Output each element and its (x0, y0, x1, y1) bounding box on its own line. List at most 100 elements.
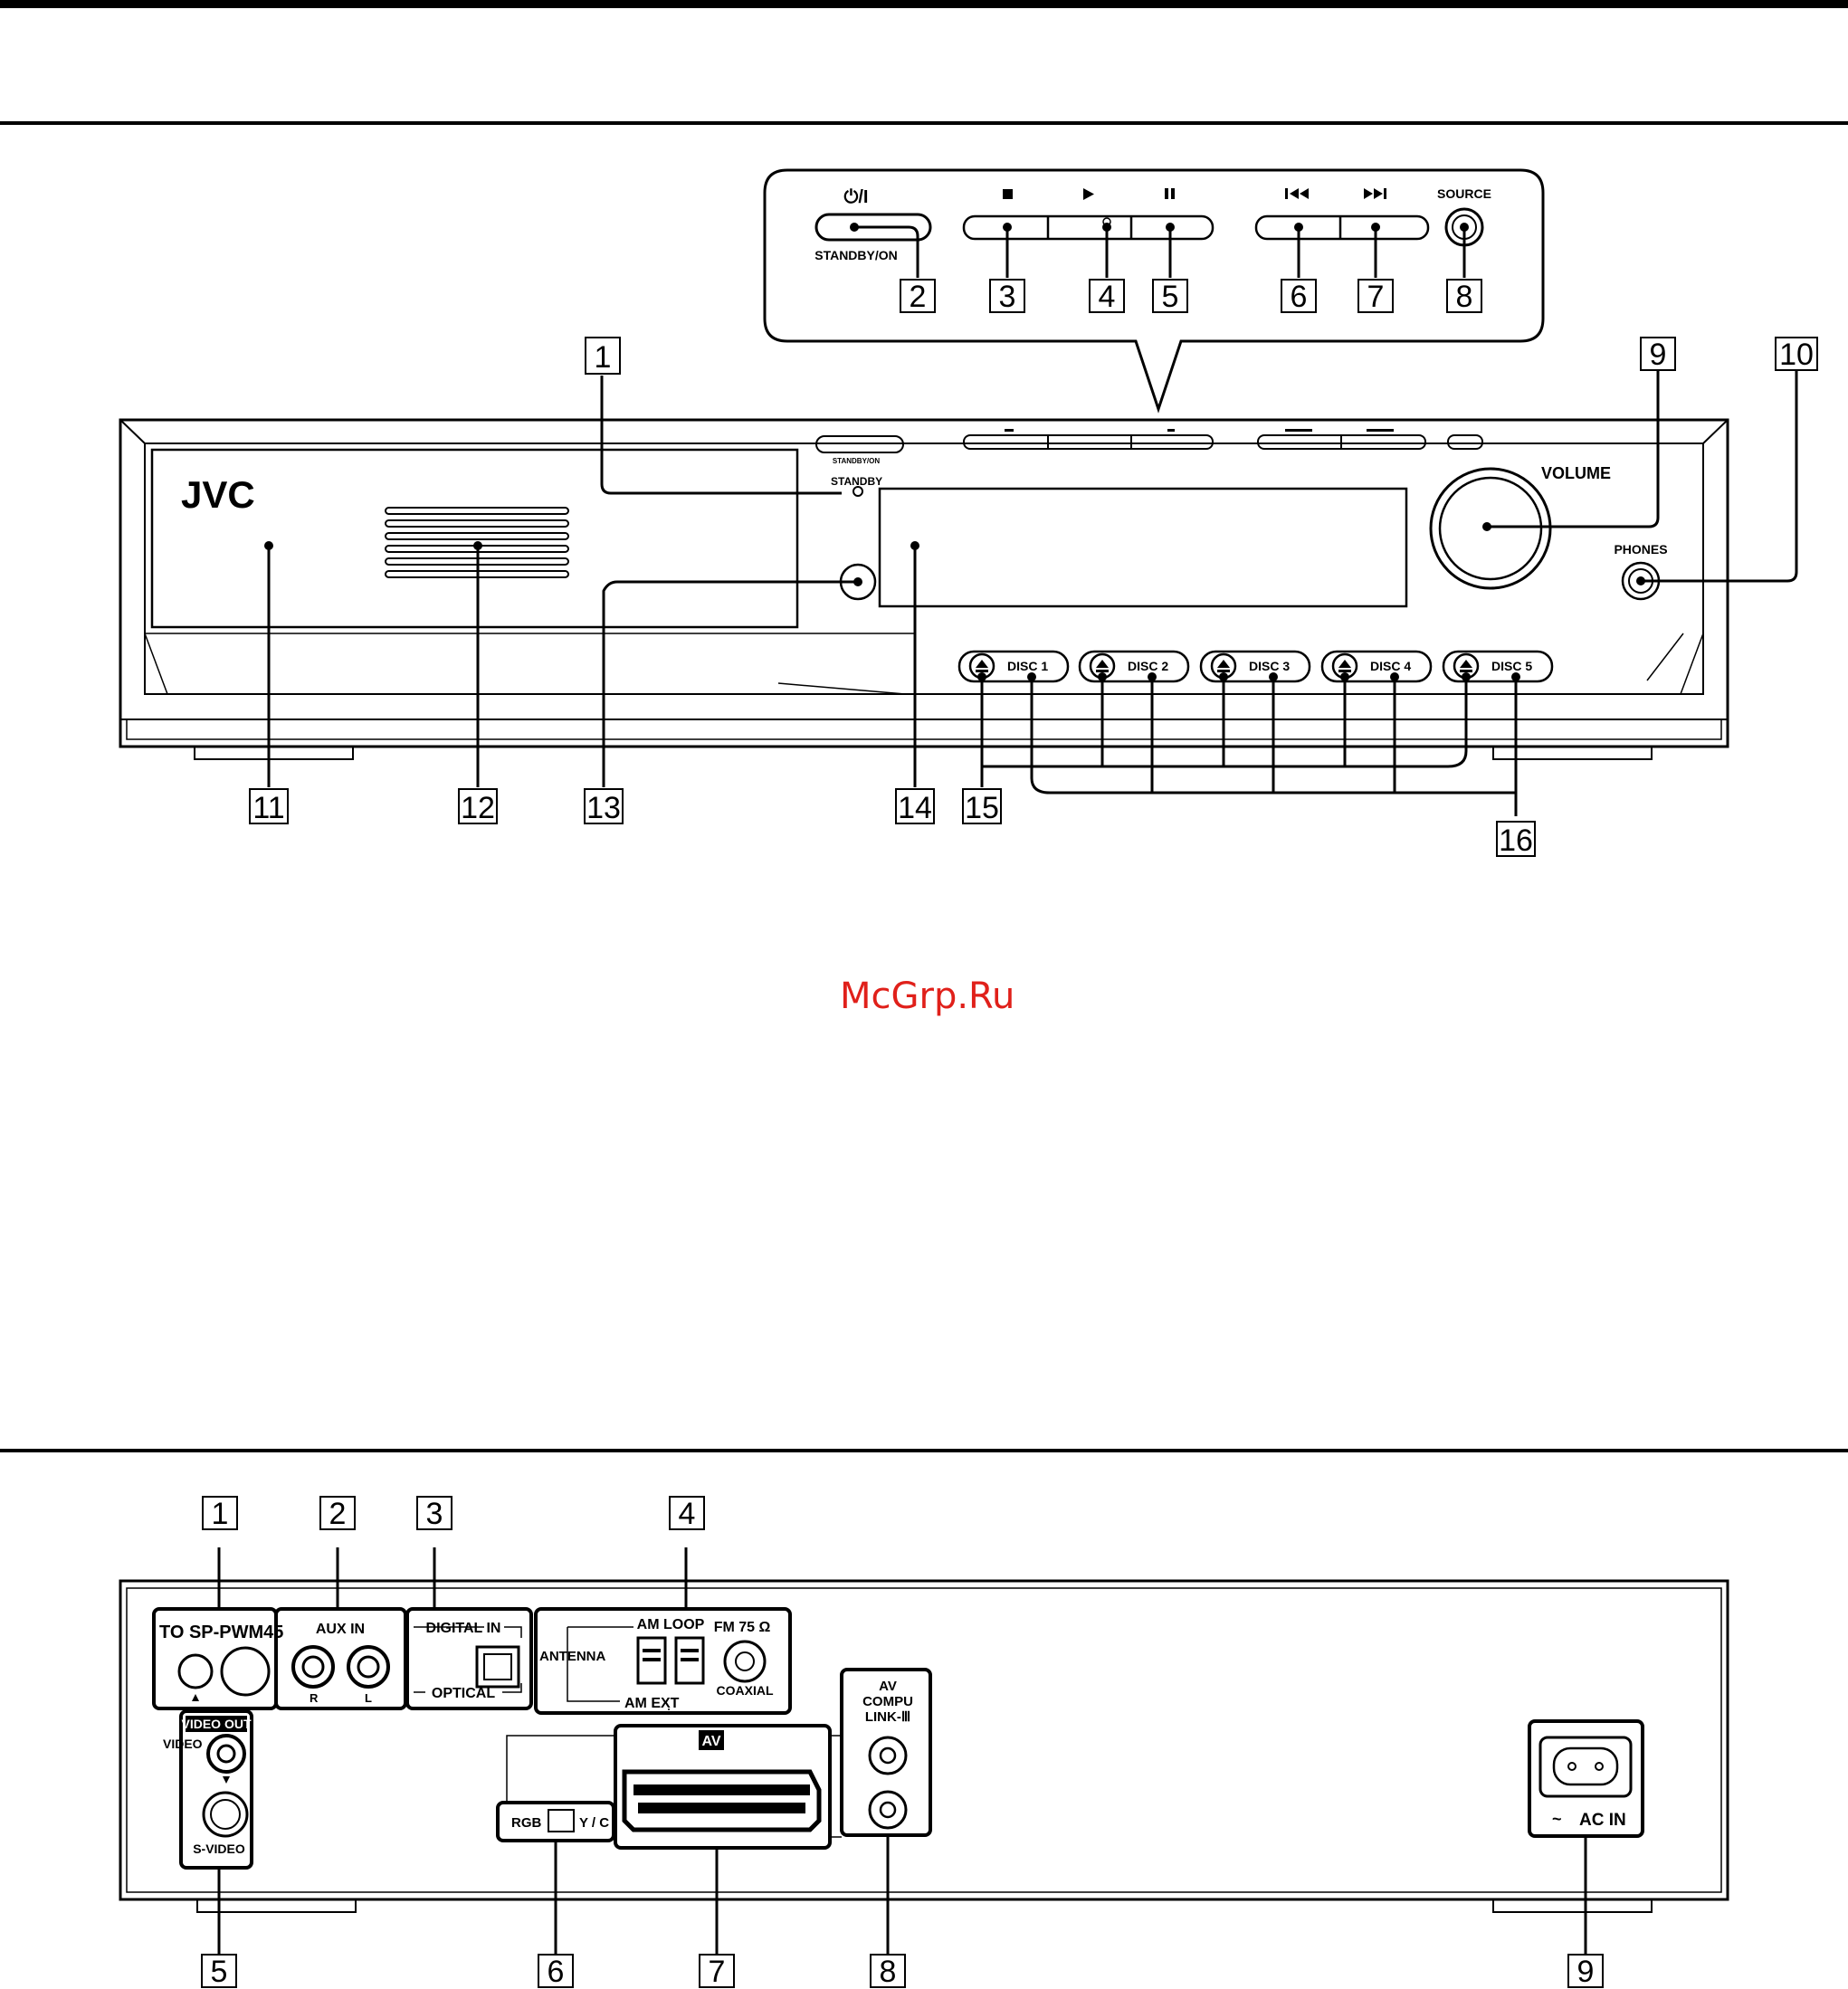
antenna-label: ANTENNA (539, 1649, 605, 1664)
video-out-label: VIDEO OUT (181, 1717, 251, 1731)
speaker-connector-small (177, 1653, 214, 1689)
callout-9: 9 (1650, 338, 1667, 372)
front-unit-body (119, 418, 1729, 748)
rear-foot-right (1492, 1899, 1653, 1913)
fm-coaxial-jack (723, 1640, 767, 1683)
phones-label: PHONES (1614, 542, 1667, 557)
stop-icon (1003, 189, 1013, 199)
callout-4: 4 (1099, 280, 1116, 314)
compu-link-jack-1 (868, 1736, 908, 1775)
rear-unit-body (119, 1579, 1729, 1901)
compu-link-box (840, 1668, 932, 1837)
foot-right (1492, 746, 1653, 760)
callout-12: 12 (461, 791, 495, 825)
callout-2: 2 (910, 280, 927, 314)
callout-5: 5 (1162, 280, 1179, 314)
video-out-box (179, 1709, 253, 1870)
standby-lamp (853, 486, 863, 497)
antenna-box (534, 1607, 792, 1715)
button-detail-balloon (763, 168, 1545, 414)
rear-callout-2: 2 (329, 1497, 347, 1531)
av-label: AV (701, 1734, 720, 1749)
s-video-label: S-VIDEO (193, 1841, 245, 1856)
foot-left (194, 746, 354, 760)
ac-in-label: AC IN (1579, 1811, 1626, 1830)
disc-tray-door (150, 448, 799, 629)
rear-callout-8: 8 (880, 1955, 897, 1989)
to-sp-label: TO SP-PWM45 (159, 1623, 283, 1642)
scart-pins-bottom (638, 1803, 805, 1813)
watermark: McGrp.Ru (840, 975, 1014, 1017)
callout-16: 16 (1499, 823, 1533, 858)
callout-11: 11 (252, 791, 284, 825)
skip-forward-icon (1364, 188, 1386, 199)
am-loop-terminal-2 (674, 1636, 705, 1685)
s-video-jack (202, 1791, 249, 1838)
skip-back-icon (1285, 188, 1309, 199)
callout-6: 6 (1291, 280, 1308, 314)
rear-callout-3: 3 (426, 1497, 443, 1531)
front-leader-lines (267, 225, 1798, 816)
rear-section-rule (0, 1449, 1848, 1452)
disc-2-label: DISC 2 (1128, 659, 1168, 673)
standby-on-symbol: ⏻/I (844, 187, 869, 207)
front-leader-dots (264, 223, 1645, 681)
video-label: VIDEO (163, 1737, 203, 1751)
brand-logo: JVC (181, 473, 255, 516)
transport-buttons (962, 214, 1215, 241)
digital-in-label: DIGITAL IN (426, 1621, 501, 1636)
fm-label: FM 75 Ω (714, 1620, 771, 1635)
callout-13: 13 (586, 791, 621, 825)
callout-8: 8 (1456, 280, 1473, 314)
am-loop-label: AM LOOP (637, 1617, 705, 1632)
rear-callout-6: 6 (548, 1955, 565, 1989)
unit-standby-on-label: STANDBY/ON (833, 457, 881, 465)
skip-buttons (1254, 214, 1430, 241)
disc-1-label: DISC 1 (1007, 659, 1048, 673)
unit-standby-button (815, 435, 904, 453)
standby-on-label: STANDBY/ON (814, 248, 898, 262)
am-loop-terminal-1 (636, 1636, 667, 1685)
unit-pause-icon (1167, 429, 1175, 432)
volume-knob (1429, 467, 1552, 590)
ac-pin-left (1567, 1762, 1577, 1771)
rear-callout-7: 7 (709, 1955, 726, 1989)
speaker-connector-large (220, 1646, 271, 1697)
unit-skip-forward-icon (1367, 429, 1394, 432)
standby-label: STANDBY (831, 475, 882, 488)
rear-callout-9: 9 (1577, 1955, 1595, 1989)
callout-1: 1 (595, 340, 612, 375)
unit-stop-icon (1005, 429, 1014, 432)
callout-10: 10 (1779, 338, 1814, 372)
yc-label: Y / C (579, 1815, 609, 1831)
rear-callout-boxes (201, 1496, 1604, 1988)
av-scart-box (614, 1724, 832, 1850)
compu-link-jack-2 (868, 1790, 908, 1830)
aux-in-label: AUX IN (316, 1622, 365, 1637)
ac-in-tilde-icon: ~ (1552, 1810, 1562, 1828)
play-dot-icon (1102, 217, 1111, 226)
aux-r-jack (291, 1645, 335, 1689)
callout-3: 3 (999, 280, 1016, 314)
rear-foot-left (196, 1899, 357, 1913)
aux-r-label: R (310, 1691, 319, 1705)
video-jack (206, 1734, 246, 1774)
callout-7: 7 (1367, 280, 1385, 314)
disc-4-label: DISC 4 (1370, 659, 1411, 673)
ac-in-socket (1538, 1736, 1633, 1798)
rear-callout-5: 5 (211, 1955, 228, 1989)
coaxial-label: COAXIAL (717, 1683, 774, 1698)
top-rule (0, 0, 1848, 8)
compu-link-line-3: LINK-Ⅲ (865, 1709, 910, 1725)
compu-link-line-1: AV (879, 1679, 897, 1694)
rear-callout-numbers: 1 2 3 4 5 6 7 8 9 (211, 1497, 1595, 1989)
standby-on-button (814, 213, 932, 242)
am-ext-label: AM EXT (624, 1696, 680, 1711)
disc-3-label: DISC 3 (1249, 659, 1290, 673)
callout-14: 14 (898, 791, 932, 825)
callout-15: 15 (965, 791, 999, 825)
aux-l-jack (347, 1645, 390, 1689)
volume-label: VOLUME (1541, 464, 1611, 482)
scart-pins-top (633, 1784, 810, 1795)
